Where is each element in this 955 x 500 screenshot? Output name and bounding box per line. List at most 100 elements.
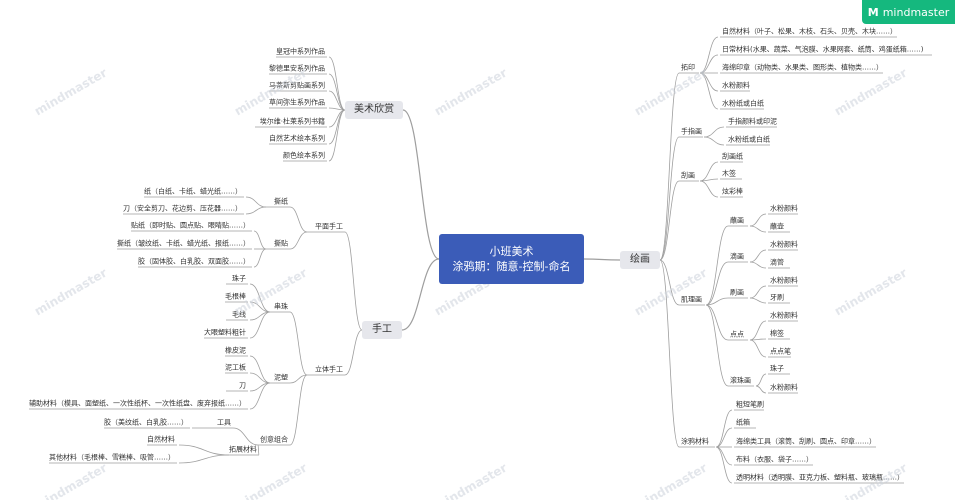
roll-paint-node[interactable]: 滚珠画 — [730, 376, 751, 385]
print-node[interactable]: 拓印 — [681, 63, 695, 72]
print-item-4[interactable]: 水粉颜料 — [722, 81, 750, 90]
connector — [344, 329, 363, 376]
connector — [249, 355, 271, 384]
print-item-3[interactable]: 海绵印章（动物类、水果类、图形类、植物类……） — [722, 63, 883, 72]
print-item-5[interactable]: 水粉纸或白纸 — [722, 99, 764, 108]
art-appreciation-item-5[interactable]: 埃尔维·杜莱系列书籍 — [259, 117, 325, 126]
tear-paste-node[interactable]: 撕贴 — [274, 239, 288, 248]
tear-paste-item-2[interactable]: 撕纸（皱纹纸、卡纸、蜡光纸、报纸……） — [117, 239, 250, 248]
roll-paint-item-2[interactable]: 水粉颜料 — [770, 383, 798, 392]
tear-paper-item-2[interactable]: 刀（安全剪刀、花边剪、压花器……） — [123, 204, 242, 213]
roll-paint-item-1[interactable]: 珠子 — [770, 364, 784, 373]
combo-materials-item-1[interactable]: 自然材料 — [147, 435, 175, 444]
scratch-paint-item-1[interactable]: 刮画纸 — [722, 152, 743, 161]
finger-paint-item-1[interactable]: 手指颜料或印泥 — [728, 117, 777, 126]
topic-handcraft[interactable]: 手工 — [362, 321, 402, 339]
brush-paint-item-2[interactable]: 牙刷 — [770, 293, 784, 302]
clay-item-2[interactable]: 泥工板 — [225, 363, 246, 372]
connector — [715, 427, 733, 448]
clay-node[interactable]: 泥塑 — [274, 373, 288, 382]
art-appreciation-item-7[interactable]: 颜色绘本系列 — [283, 151, 325, 160]
tear-paste-item-1[interactable]: 贴纸（即时贴、圆点贴、眼睛贴……） — [131, 221, 250, 230]
clay-item-4[interactable]: 辅助材料（模具、面塑纸、一次性纸杯、一次性纸盘、废弃报纸……） — [29, 399, 246, 408]
connector — [659, 136, 680, 261]
solid-craft-node[interactable]: 立体手工 — [315, 365, 343, 374]
dot-paint-node[interactable]: 点点 — [730, 330, 744, 339]
connector — [699, 54, 719, 74]
art-appreciation-item-6[interactable]: 自然艺术绘本系列 — [269, 134, 325, 143]
brush-paint-node[interactable]: 刷画 — [730, 288, 744, 297]
connector — [178, 454, 230, 464]
print-item-1[interactable]: 自然材料（叶子、松果、木枝、石头、贝壳、木块……） — [722, 27, 897, 36]
connector — [659, 72, 680, 261]
graffiti-material-item-3[interactable]: 海绵类工具（滚筒、刮刷、圆点、印章……） — [736, 437, 876, 446]
dot-paint-item-2[interactable]: 棉签 — [770, 329, 784, 338]
clay-item-1[interactable]: 橡皮泥 — [225, 346, 246, 355]
texture-paint-node[interactable]: 肌理画 — [681, 295, 702, 304]
connector — [705, 225, 729, 306]
graffiti-material-node[interactable]: 涂鸦材料 — [681, 437, 709, 446]
connector — [328, 109, 346, 162]
graffiti-material-item-5[interactable]: 透明材料（透明膜、亚克力板、塑料瓶、玻璃瓶……） — [736, 473, 904, 482]
creative-combo-node[interactable]: 创意组合 — [260, 435, 288, 444]
connector — [699, 72, 719, 92]
combo-tools-item-1[interactable]: 胶（美纹纸、白乳胶……） — [104, 418, 188, 427]
scratch-paint-item-3[interactable]: 炫彩棒 — [722, 187, 743, 196]
tear-paper-item-1[interactable]: 纸（白纸、卡纸、蜡光纸……） — [144, 187, 242, 196]
brush-paint-item-1[interactable]: 水粉颜料 — [770, 276, 798, 285]
graffiti-material-item-1[interactable]: 粗短笔刷 — [736, 400, 764, 409]
dip-paint-item-1[interactable]: 水粉颜料 — [770, 204, 798, 213]
combo-tools-node[interactable]: 工具 — [217, 418, 231, 427]
scratch-paint-node[interactable]: 刮画 — [681, 171, 695, 180]
flat-craft-node[interactable]: 平面手工 — [315, 222, 343, 231]
central-topic[interactable]: 小班美术 涂鸦期：随意-控制-命名 — [439, 234, 584, 284]
dot-paint-item-3[interactable]: 点点笔 — [770, 347, 791, 356]
beading-item-1[interactable]: 珠子 — [232, 274, 246, 283]
scratch-paint-item-2[interactable]: 木签 — [722, 169, 736, 178]
connector — [755, 373, 767, 387]
dip-paint-item-2[interactable]: 蘸壶 — [770, 222, 784, 231]
clay-item-3[interactable]: 刀 — [239, 381, 246, 390]
connector — [749, 261, 767, 269]
combo-materials-item-2[interactable]: 其他材料（毛根棒、雪糕棒、吸管……） — [49, 453, 175, 462]
connector — [659, 259, 680, 448]
beading-item-3[interactable]: 毛线 — [232, 310, 246, 319]
connector — [659, 180, 680, 261]
graffiti-material-item-2[interactable]: 纸箱 — [736, 418, 750, 427]
connector — [328, 90, 346, 111]
art-appreciation-item-3[interactable]: 马蒂斯剪贴画系列 — [269, 81, 325, 90]
finger-paint-item-2[interactable]: 水粉纸或白纸 — [728, 135, 770, 144]
topic-painting[interactable]: 绘画 — [620, 251, 660, 269]
drip-paint-item-1[interactable]: 水粉颜料 — [770, 240, 798, 249]
connector — [749, 249, 767, 263]
graffiti-material-item-4[interactable]: 布料（衣服、袋子……） — [736, 455, 813, 464]
connector — [253, 230, 267, 250]
drip-paint-node[interactable]: 滴画 — [730, 252, 744, 261]
beading-item-2[interactable]: 毛根棒 — [225, 292, 246, 301]
connector — [583, 258, 621, 261]
connector — [715, 446, 733, 466]
connector — [705, 304, 729, 341]
combo-materials-node[interactable]: 拓展材料 — [229, 445, 257, 454]
topic-art-appreciation[interactable]: 美术欣赏 — [345, 101, 403, 119]
beading-item-4[interactable]: 大眼塑料粗针 — [204, 328, 246, 337]
connector — [249, 311, 271, 339]
connector — [289, 231, 308, 250]
art-appreciation-item-1[interactable]: 皇冠中系列作品 — [276, 47, 325, 56]
dip-paint-node[interactable]: 蘸画 — [730, 216, 744, 225]
dot-paint-item-1[interactable]: 水粉颜料 — [770, 311, 798, 320]
finger-paint-node[interactable]: 手指画 — [681, 127, 702, 136]
beading-node[interactable]: 串珠 — [274, 302, 288, 311]
connector — [699, 161, 719, 182]
drip-paint-item-2[interactable]: 滴管 — [770, 258, 784, 267]
connector — [402, 109, 440, 260]
connector — [289, 206, 308, 233]
tear-paper-node[interactable]: 撕纸 — [274, 197, 288, 206]
art-appreciation-item-4[interactable]: 草间弥生系列作品 — [269, 98, 325, 107]
print-item-2[interactable]: 日常材料(水果、蔬菜、气泡膜、水果网套、纸筒、鸡蛋纸箱……) — [722, 45, 924, 54]
connector — [749, 320, 767, 341]
tear-paste-item-3[interactable]: 胶（固体胶、白乳胶、双面胶……） — [138, 257, 250, 266]
art-appreciation-item-2[interactable]: 黎德里安系列作品 — [269, 64, 325, 73]
connector — [749, 225, 767, 233]
